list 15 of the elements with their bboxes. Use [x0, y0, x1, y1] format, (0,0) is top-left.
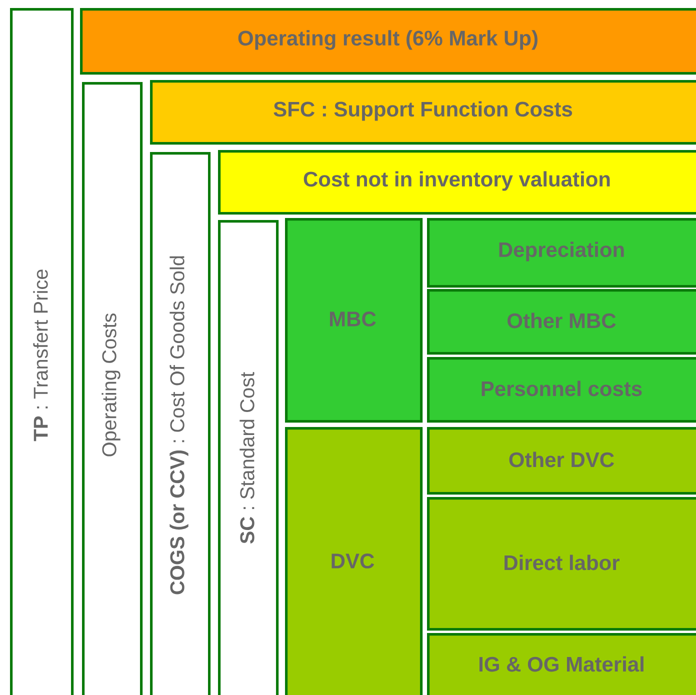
- cost-box: Other DVC: [427, 427, 696, 495]
- cost-box: Depreciation: [427, 218, 696, 288]
- cost-box: TP : Transfert Price: [10, 8, 74, 695]
- cost-box: Operating Costs: [82, 82, 143, 695]
- cost-box: Personnel costs: [427, 357, 696, 423]
- cost-box: SC : Standard Cost: [218, 220, 279, 695]
- cost-box: MBC: [285, 218, 423, 423]
- cost-box: COGS (or CCV) : Cost Of Goods Sold: [150, 152, 211, 695]
- cost-box: SFC : Support Function Costs: [150, 80, 696, 145]
- cost-box: Operating result (6% Mark Up): [80, 8, 696, 75]
- cost-box: Cost not in inventory valuation: [218, 150, 696, 215]
- cost-box: Other MBC: [427, 289, 696, 355]
- cost-box: DVC: [285, 427, 423, 695]
- cost-box: IG & OG Material: [427, 633, 696, 695]
- cost-box: Direct labor: [427, 497, 696, 631]
